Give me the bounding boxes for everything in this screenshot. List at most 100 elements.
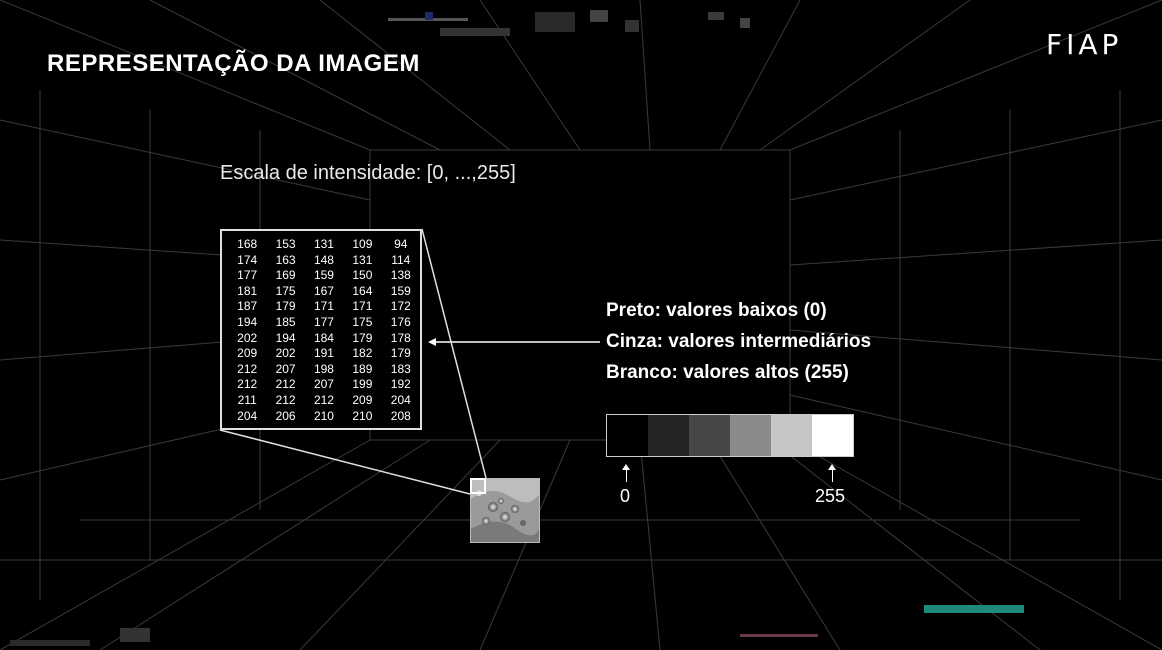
scale-min-label: 0 — [620, 486, 631, 506]
matrix-cell: 171 — [352, 299, 373, 314]
matrix-cell: 148 — [313, 252, 334, 267]
glitch-decoration — [425, 12, 433, 20]
matrix-cell: 169 — [275, 268, 296, 283]
matrix-cell: 212 — [237, 361, 258, 376]
matrix-cell: 187 — [237, 299, 258, 314]
glitch-decoration — [625, 20, 639, 32]
matrix-cell: 175 — [275, 283, 296, 298]
matrix-cell: 212 — [275, 377, 296, 392]
fiap-logo: FIAP — [1046, 28, 1123, 61]
matrix-cell: 202 — [275, 346, 296, 361]
matrix-cell: 181 — [237, 283, 258, 298]
matrix-cell: 174 — [237, 252, 258, 267]
zoom-region-marker — [470, 478, 486, 494]
matrix-cell: 192 — [390, 377, 411, 392]
matrix-cell: 189 — [352, 361, 373, 376]
matrix-cell: 212 — [237, 377, 258, 392]
matrix-row: 187 179 171 171 172 — [228, 299, 420, 315]
grayscale-swatch — [607, 415, 648, 456]
matrix-cell: 212 — [313, 392, 334, 407]
grayscale-swatch — [771, 415, 812, 456]
matrix-cell: 179 — [390, 346, 411, 361]
glitch-decoration — [740, 18, 750, 28]
matrix-cell: 210 — [352, 408, 373, 423]
matrix-cell: 172 — [390, 299, 411, 314]
matrix-cell: 164 — [352, 283, 373, 298]
matrix-cell: 131 — [352, 252, 373, 267]
matrix-row: 212 207 198 189 183 — [228, 362, 420, 378]
glitch-decoration — [440, 28, 510, 36]
grayscale-texture-image — [471, 479, 539, 542]
matrix-cell: 94 — [394, 237, 408, 251]
intensity-scale-heading: Escala de intensidade: [0, ...,255] — [220, 162, 516, 184]
matrix-cell: 212 — [275, 392, 296, 407]
glitch-decoration — [10, 640, 90, 646]
matrix-cell: 184 — [313, 330, 334, 345]
matrix-cell: 209 — [352, 392, 373, 407]
matrix-cell: 153 — [275, 237, 296, 251]
matrix-cell: 109 — [352, 237, 373, 251]
legend-gray: Cinza: valores intermediários — [606, 331, 872, 352]
glitch-decoration — [924, 605, 1024, 613]
slide-title: REPRESENTAÇÃO DA IMAGEM — [47, 50, 420, 77]
grayscale-bar — [606, 414, 854, 457]
matrix-cell: 204 — [390, 392, 411, 407]
matrix-cell: 150 — [352, 268, 373, 283]
matrix-cell: 159 — [390, 283, 411, 298]
matrix-cell: 168 — [237, 237, 258, 251]
matrix-cell: 177 — [313, 314, 334, 329]
matrix-cell: 207 — [275, 361, 296, 376]
matrix-cell: 176 — [390, 314, 411, 329]
grayscale-swatch — [689, 415, 730, 456]
matrix-cell: 179 — [275, 299, 296, 314]
matrix-cell: 114 — [391, 252, 411, 267]
matrix-cell: 206 — [275, 408, 296, 423]
matrix-cell: 159 — [313, 268, 334, 283]
matrix-row: 174 163 148 131 114 — [228, 253, 420, 269]
matrix-cell: 178 — [390, 330, 411, 345]
matrix-cell: 210 — [313, 408, 334, 423]
glitch-decoration — [535, 12, 575, 32]
matrix-cell: 202 — [237, 330, 258, 345]
matrix-row: 204 206 210 210 208 — [228, 409, 420, 425]
grayscale-swatch — [648, 415, 689, 456]
matrix-cell: 191 — [313, 346, 334, 361]
matrix-row: 212 212 207 199 192 — [228, 377, 420, 393]
matrix-cell: 211 — [237, 392, 257, 407]
matrix-cell: 207 — [313, 377, 334, 392]
legend-white: Branco: valores altos (255) — [606, 362, 849, 383]
glitch-decoration — [120, 628, 150, 642]
matrix-cell: 209 — [237, 346, 258, 361]
matrix-cell: 194 — [237, 314, 258, 329]
matrix-cell: 183 — [390, 361, 411, 376]
matrix-row: 168 153 131 109 94 — [228, 237, 420, 253]
matrix-cell: 198 — [313, 361, 334, 376]
matrix-cell: 177 — [237, 268, 258, 283]
grayscale-swatch — [730, 415, 771, 456]
matrix-row: 209 202 191 182 179 — [228, 346, 420, 362]
scale-max-label: 255 — [815, 486, 846, 506]
glitch-decoration — [740, 634, 818, 637]
sample-image-thumbnail — [470, 478, 540, 543]
legend-black: Preto: valores baixos (0) — [606, 300, 827, 321]
grayscale-swatch — [812, 415, 853, 456]
matrix-cell: 182 — [352, 346, 373, 361]
matrix-cell: 199 — [352, 377, 373, 392]
matrix-cell: 179 — [352, 330, 373, 345]
matrix-cell: 131 — [313, 237, 334, 251]
glitch-decoration — [708, 12, 724, 20]
matrix-cell: 163 — [275, 252, 296, 267]
matrix-row: 202 194 184 179 178 — [228, 331, 420, 347]
matrix-cell: 194 — [275, 330, 296, 345]
matrix-cell: 204 — [237, 408, 258, 423]
matrix-cell: 208 — [390, 408, 411, 423]
matrix-cell: 171 — [313, 299, 334, 314]
matrix-cell: 167 — [313, 283, 334, 298]
matrix-cell: 175 — [352, 314, 373, 329]
arrow-up-icon — [622, 464, 630, 482]
